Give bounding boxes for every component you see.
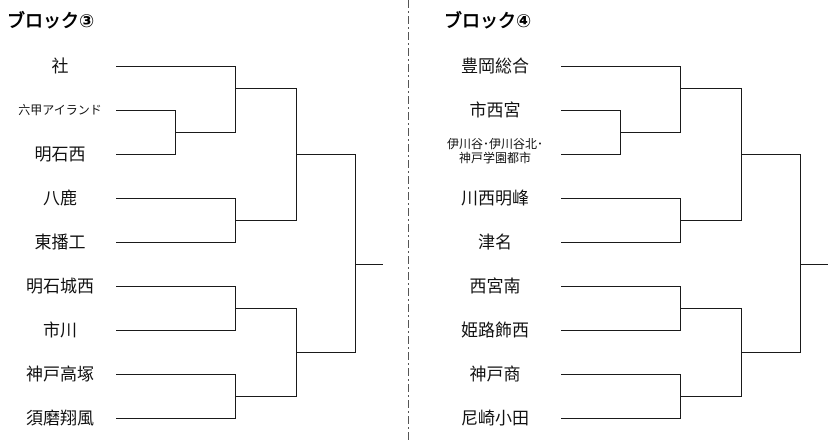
team-name: 須磨翔風 bbox=[26, 409, 94, 429]
team-name: 神戸高塚 bbox=[26, 365, 94, 385]
team-name: 市川 bbox=[43, 321, 77, 341]
block-4-title: ブロック④ bbox=[444, 11, 532, 32]
team-name: 西宮南 bbox=[469, 277, 521, 297]
team-name: 明石城西 bbox=[26, 277, 94, 297]
block-3-title: ブロック③ bbox=[7, 11, 95, 32]
team-name: 神戸商 bbox=[469, 365, 521, 385]
team-name: 社 bbox=[51, 57, 69, 77]
team-name: 川西明峰 bbox=[461, 189, 529, 209]
team-name: 市西宮 bbox=[469, 101, 521, 121]
team-name: 六甲アイランド bbox=[18, 103, 102, 117]
team-name: 姫路飾西 bbox=[461, 321, 529, 341]
team-name: 伊川谷･伊川谷北･ 神戸学園都市 bbox=[446, 137, 543, 165]
team-name: 豊岡総合 bbox=[461, 57, 529, 77]
team-name: 明石西 bbox=[34, 145, 86, 165]
team-name: 津名 bbox=[478, 233, 512, 253]
team-name: 東播工 bbox=[34, 233, 86, 253]
team-name: 尼崎小田 bbox=[461, 409, 529, 429]
team-name: 八鹿 bbox=[43, 189, 77, 209]
